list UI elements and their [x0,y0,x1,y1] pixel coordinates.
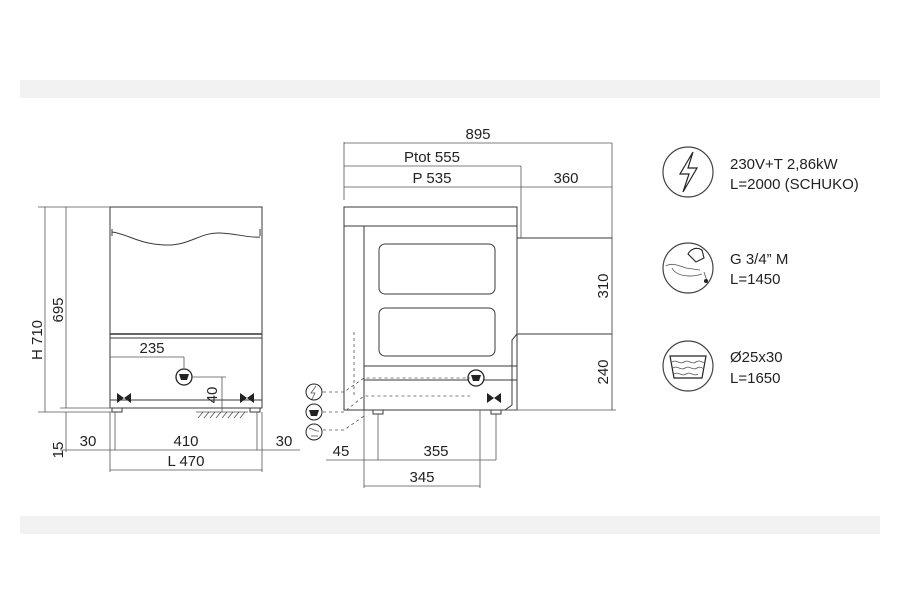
dim-45-label: 45 [333,443,350,460]
dimension-labels: H 710 695 15 30 410 30 L 470 235 40 895 … [29,126,612,486]
dim-240-label: 240 [595,359,612,384]
dim-ptot-label: Ptot 555 [404,149,460,166]
front-valve-right-icon [240,393,254,403]
front-valve-left-icon [117,393,131,403]
side-valve-icon [487,393,501,403]
dim-360-label: 360 [553,170,578,187]
front-panel-curve [111,231,261,246]
side-foot-right [490,409,502,415]
dim-310-label: 310 [595,273,612,298]
side-body-outline [343,206,518,411]
bottom-band [20,516,880,534]
spec-electric-line1: 230V+T 2,86kW [730,156,838,173]
front-view [38,206,300,472]
spec-water-line2: L=1450 [730,271,781,288]
dim-l470-label: L 470 [168,453,205,470]
dim-15-label: 15 [50,442,67,459]
side-window-lower [378,307,496,357]
conn-water-icon [305,403,323,421]
front-foot-left [111,407,123,413]
drain-basin-icon [662,340,714,392]
front-foot-right [249,407,261,413]
dim-30-left-label: 30 [80,433,97,450]
spec-electric-line2: L=2000 (SCHUKO) [730,176,859,193]
water-tap-icon [662,242,714,294]
side-foot-left [372,409,384,415]
dim-895-label: 895 [465,126,490,143]
dim-355-label: 355 [423,443,448,460]
spec-drain-line1: Ø25x30 [730,349,783,366]
dim-40-label: 40 [204,387,221,404]
spec-drain-line2: L=1650 [730,370,781,387]
side-drain-icon [467,369,485,387]
conn-drain-icon [305,423,323,441]
front-drain-icon [175,368,193,386]
side-window-upper [378,243,496,295]
dim-h710-label: H 710 [29,320,46,360]
dim-p535-label: P 535 [413,170,452,187]
dim-695-label: 695 [50,297,67,322]
dim-410-label: 410 [173,433,198,450]
front-body-outline [109,206,263,409]
dim-235-label: 235 [139,340,164,357]
dim-30-right-label: 30 [276,433,293,450]
dim-345-label: 345 [409,469,434,486]
conn-drain-line [323,415,365,431]
spec-water-line1: G 3/4” M [730,251,789,268]
conn-electric-line [323,377,470,393]
spec-icons [662,146,714,392]
conn-electric-icon [305,383,323,401]
side-view [305,142,616,488]
top-band [20,80,880,98]
electric-bolt-icon [662,146,714,198]
